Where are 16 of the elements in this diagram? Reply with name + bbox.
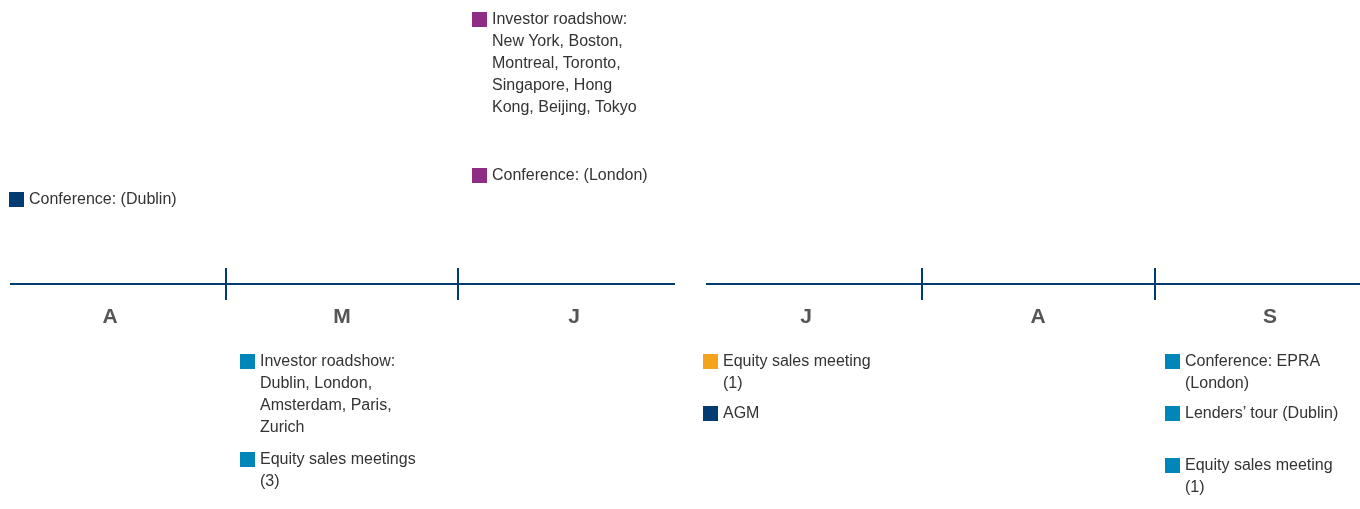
event-text: Investor roadshow: Dublin, London, Amsterdam, Paris, Zurich bbox=[260, 351, 397, 437]
event-text: Conference: EPRA (London) bbox=[1185, 351, 1321, 393]
month-label: A bbox=[1029, 304, 1047, 328]
event-text: Equity sales meeting (1) bbox=[1185, 455, 1334, 497]
event-text: Conference: (London) bbox=[492, 165, 649, 185]
month-label: A bbox=[101, 304, 119, 328]
event-text: Investor roadshow: New York, Boston, Montreal, Toronto, Singapore, Hong Kong, Beijing, Tokyo bbox=[492, 9, 638, 117]
event-text: Equity sales meeting (1) bbox=[723, 351, 872, 393]
event-text: Equity sales meetings (3) bbox=[260, 449, 417, 491]
event-text: Conference: (Dublin) bbox=[29, 189, 178, 209]
month-label: J bbox=[799, 304, 813, 328]
month-label: J bbox=[567, 304, 581, 328]
month-label: S bbox=[1262, 304, 1278, 328]
month-label: M bbox=[332, 304, 352, 328]
event-text: Lenders’ tour (Dublin) bbox=[1185, 403, 1340, 423]
event-text: AGM bbox=[723, 403, 761, 423]
